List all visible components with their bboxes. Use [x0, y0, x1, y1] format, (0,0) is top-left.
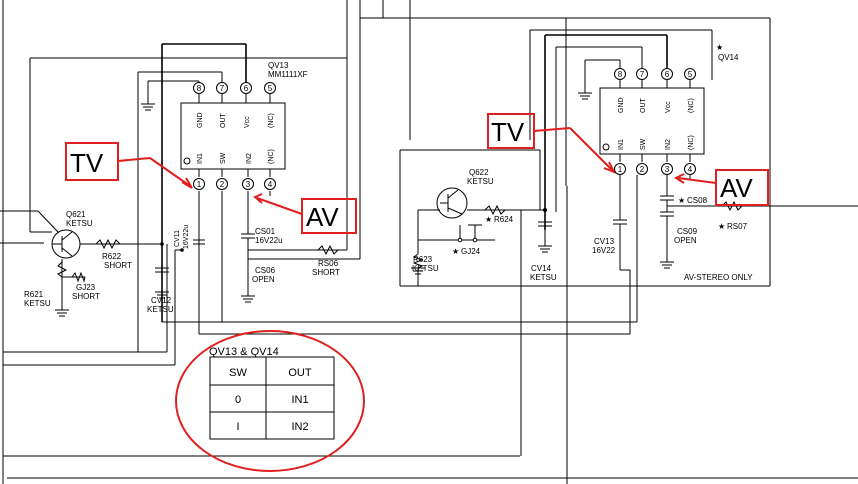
- qv13-pin-4: 4: [268, 180, 273, 189]
- truth-table-cell: I: [236, 421, 239, 433]
- tv-label-right: TV: [491, 117, 525, 147]
- r622-value: SHORT: [104, 261, 132, 270]
- left-circuit-wires: [29, 0, 637, 365]
- cs01-ref: CS01: [255, 227, 276, 236]
- r621-ref: R621: [24, 290, 44, 299]
- qv14-pin-3: 3: [665, 165, 670, 174]
- qv13-pin-2: 2: [220, 180, 225, 189]
- av-label-right: AV: [720, 173, 753, 203]
- qv13-pin-3: 3: [246, 180, 251, 189]
- r623-ref: R623: [413, 255, 433, 264]
- qv14-label-sw: SW: [640, 138, 647, 150]
- qv13-part: MM1111XF: [268, 70, 308, 79]
- qv13-label-in2: IN2: [246, 153, 253, 164]
- cv12-value: KETSU: [147, 305, 174, 314]
- qv13-label-out: OUT: [220, 113, 227, 129]
- qv14-label-in2: IN2: [665, 139, 672, 150]
- qv13-label-gnd: GND: [197, 112, 204, 128]
- qv14-pin-6: 6: [665, 70, 670, 79]
- cv14-value: KETSU: [530, 273, 557, 282]
- q621-ref: Q621: [66, 210, 86, 219]
- cs09-ref: CS09: [677, 227, 698, 236]
- av-stereo-only-label: AV-STEREO ONLY: [684, 273, 753, 282]
- right-circuit-wires: [360, 0, 858, 484]
- q621-transistor: [51, 229, 84, 259]
- cv14-ref: CV14: [531, 264, 552, 273]
- truth-table-header-out: OUT: [288, 367, 312, 379]
- qv14-label-gnd: GND: [618, 97, 625, 113]
- cv13-value: 16V22: [592, 246, 616, 255]
- cs01-value: 16V22u: [255, 236, 283, 245]
- truth-table-header-sw: SW: [229, 367, 247, 379]
- truth-table-cell: IN2: [291, 421, 308, 433]
- cs08-star: ★: [678, 196, 685, 205]
- r623-value: KETSU: [412, 264, 439, 273]
- qv14-pin-8: 8: [618, 70, 623, 79]
- truth-table-cell: 0: [235, 394, 241, 406]
- qv14-label-nc-bottom: (NC): [688, 135, 695, 150]
- pin-circles: [193, 68, 696, 190]
- qv14-label-in1: IN1: [618, 139, 625, 150]
- qv14-star: ★: [716, 43, 723, 52]
- r622-ref: R622: [102, 252, 122, 261]
- cs09-value: OPEN: [674, 236, 697, 245]
- cv11-ref: CV11: [174, 230, 181, 247]
- qv13-pin-7: 7: [220, 84, 225, 93]
- cs06-value: OPEN: [252, 275, 275, 284]
- qv14-label-nc-top: (NC): [688, 98, 695, 113]
- gj24-star: ★: [452, 247, 459, 256]
- cs06-ref: CS06: [255, 266, 276, 275]
- qv13-pin-6: 6: [244, 84, 249, 93]
- q621-value: KETSU: [66, 219, 93, 228]
- qv14-pin-1: 1: [618, 165, 623, 174]
- qv13-label-nc-bottom: (NC): [268, 149, 275, 164]
- rs06-value: SHORT: [312, 268, 340, 277]
- q622-transistor: [436, 187, 468, 219]
- qv14-label-vcc: Vcc: [665, 101, 672, 113]
- gj23-ref: GJ23: [76, 283, 96, 292]
- gj24-ref: GJ24: [461, 247, 481, 256]
- truth-table-grid: [209, 356, 335, 440]
- qv14-ic: [599, 30, 713, 162]
- qv14-pin-2: 2: [640, 165, 645, 174]
- red-annotations: [65, 113, 769, 472]
- cv11-value: 16V22u: [183, 225, 190, 249]
- rs06-ref: RS06: [318, 259, 339, 268]
- qv14-ref: QV14: [718, 53, 739, 62]
- qv13-ref: QV13: [268, 61, 289, 70]
- qv14-pin-5: 5: [688, 70, 693, 79]
- gj23-value: SHORT: [72, 292, 100, 301]
- tv-label-left: TV: [70, 148, 104, 178]
- truth-table-cell: IN1: [291, 394, 308, 406]
- qv14-pin-4: 4: [688, 165, 693, 174]
- rs07-star: ★: [718, 222, 725, 231]
- qv14-label-out: OUT: [640, 98, 647, 114]
- rs07-ref: RS07: [727, 222, 748, 231]
- left-resistors: [57, 238, 339, 283]
- qv13-pin-1: 1: [197, 180, 202, 189]
- qv13-ic: [180, 92, 286, 177]
- qv13-label-vcc: Vcc: [244, 116, 251, 128]
- r624-ref: R624: [494, 215, 514, 224]
- qv13-label-nc-top: (NC): [268, 113, 275, 128]
- r624-star: ★: [485, 215, 492, 224]
- cs08-ref: CS08: [687, 196, 708, 205]
- cv13-ref: CV13: [594, 237, 615, 246]
- qv13-pin-5: 5: [268, 84, 273, 93]
- truth-table-title: QV13 & QV14: [209, 346, 279, 358]
- av-label-left: AV: [306, 202, 339, 232]
- cv12-ref: CV12: [151, 296, 172, 305]
- qv13-label-sw: SW: [220, 152, 227, 164]
- q622-value: KETSU: [467, 177, 494, 186]
- q622-ref: Q622: [469, 168, 489, 177]
- qv13-label-in1: IN1: [197, 153, 204, 164]
- r621-value: KETSU: [24, 299, 51, 308]
- qv13-pin-8: 8: [197, 84, 202, 93]
- qv14-pin-7: 7: [640, 70, 645, 79]
